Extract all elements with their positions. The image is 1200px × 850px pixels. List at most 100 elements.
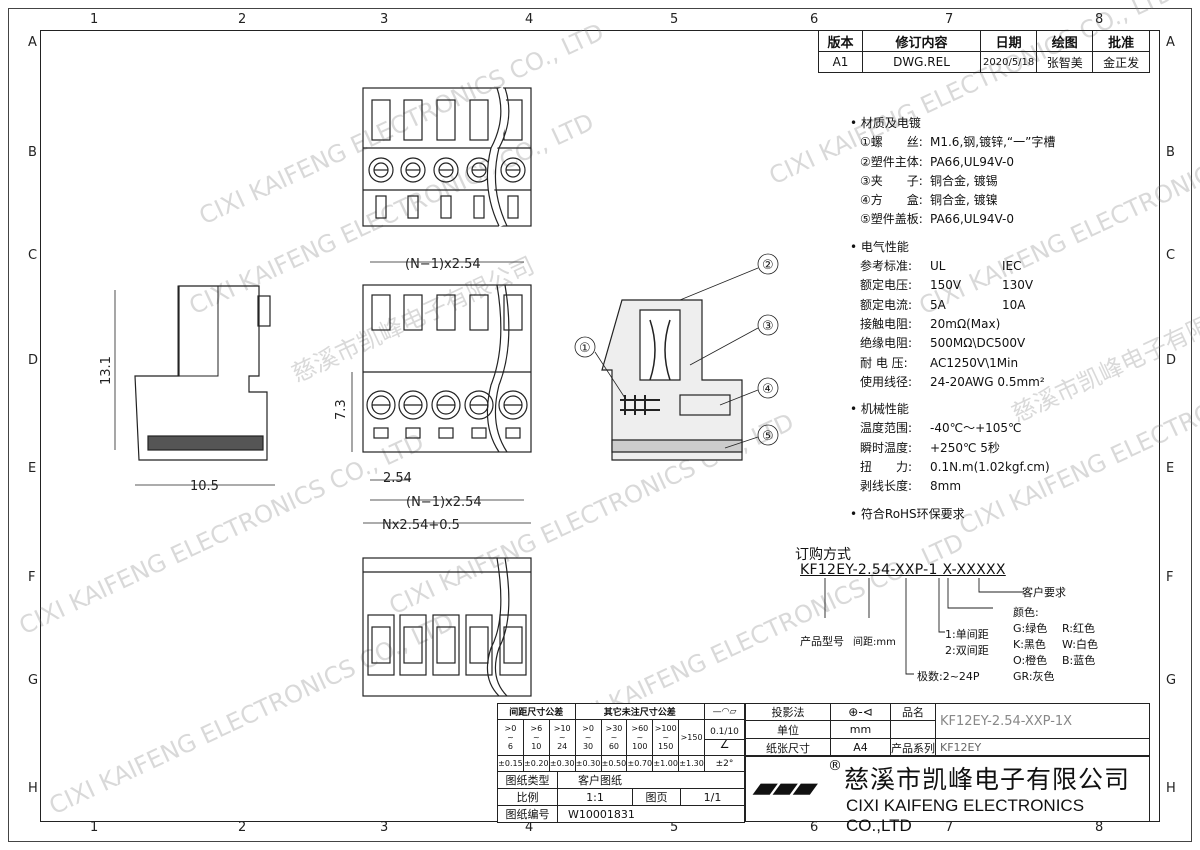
paper-label: 纸张尺寸 bbox=[745, 738, 831, 757]
range-part: 10 bbox=[531, 742, 542, 751]
pin-slot-icon bbox=[367, 614, 395, 676]
spec-value-ul: 500MΩ\DC500V bbox=[930, 336, 1026, 351]
tolerance-value: ±0.70 bbox=[626, 755, 654, 772]
grid-row-label: H bbox=[28, 781, 38, 796]
spec-value: M1.6,钢,镀锌,“一”字槽 bbox=[930, 135, 1056, 150]
tolerance-range: >60~100 bbox=[626, 719, 654, 756]
spec-key: 扭 力: bbox=[860, 460, 913, 475]
spec-key: 耐 电 压: bbox=[860, 355, 908, 370]
spec-value: PA66,UL94V-0 bbox=[930, 212, 1014, 227]
grid-column-label: 1 bbox=[90, 820, 99, 835]
type-value: 客户图纸 bbox=[557, 771, 745, 789]
spec-key: 额定电压: bbox=[860, 278, 913, 293]
grid-column-label: 7 bbox=[945, 12, 954, 27]
range-part: >100 bbox=[654, 724, 677, 733]
tolerance-table: 间距尺寸公差 其它未注尺寸公差 —◠▱ >0~6>6~10>10~24>0~30… bbox=[497, 703, 745, 772]
wire-entry-icon bbox=[505, 427, 521, 439]
front-view: (N−1)x2.54 7.3 2.54 (N−1)x2.54 Nx2.54+0.… bbox=[334, 257, 532, 533]
spec-value: 0.1N.m(1.02kgf.cm) bbox=[930, 460, 1050, 475]
callout-5: ⑤ bbox=[762, 429, 774, 444]
grid-row-label: D bbox=[1166, 353, 1177, 368]
spec-key: ②塑件主体: bbox=[860, 154, 923, 169]
grid-column-label: 3 bbox=[380, 820, 389, 835]
ordering-leaders bbox=[824, 578, 1024, 675]
rev-cell: 金正发 bbox=[1092, 51, 1150, 73]
color-option: B:蓝色 bbox=[1062, 654, 1096, 667]
number-value: W10001831 bbox=[557, 805, 745, 823]
spec-value-ul: 150V bbox=[930, 278, 962, 293]
spec-row: 扭 力: 0.1N.m(1.02kgf.cm) bbox=[850, 458, 1055, 477]
screw-icon bbox=[398, 390, 428, 420]
order-color-title: 颜色: bbox=[1013, 606, 1039, 619]
spec-section-title: • 机械性能 bbox=[850, 402, 909, 417]
tolerance-range: >6~10 bbox=[522, 719, 550, 756]
spec-row: ②塑件主体: PA66,UL94V-0 bbox=[850, 153, 1055, 172]
page-label: 图页 bbox=[632, 788, 681, 806]
tolerance-value: ±1.00 bbox=[652, 755, 680, 772]
range-part: ~ bbox=[610, 733, 618, 742]
range-part: >0 bbox=[504, 724, 517, 733]
spec-value: -40℃～+105℃ bbox=[930, 421, 1022, 436]
callout-3: ③ bbox=[762, 319, 774, 334]
spec-key: 绝缘电阻: bbox=[860, 336, 913, 351]
type-label: 图纸类型 bbox=[497, 771, 558, 789]
wire-entry-icon bbox=[373, 427, 389, 439]
tolerance-range: >10~24 bbox=[548, 719, 576, 756]
grid-column-label: 8 bbox=[1095, 12, 1104, 27]
tolerance-value: ±0.15 bbox=[497, 755, 524, 772]
tolerance-value: ±0.50 bbox=[600, 755, 628, 772]
range-part: >60 bbox=[631, 724, 649, 733]
range-part: 60 bbox=[608, 742, 620, 751]
tolerance-value: ±0.20 bbox=[522, 755, 550, 772]
company-block: ▰▰▰ ® 慈溪市凯峰电子有限公司 CIXI KAIFENG ELECTRONI… bbox=[745, 755, 1150, 835]
order-customer: 客户要求 bbox=[1022, 586, 1066, 599]
tolerance-range: >30~60 bbox=[600, 719, 628, 756]
unit-value: mm bbox=[830, 720, 891, 739]
range-part: >30 bbox=[605, 724, 623, 733]
spec-value-ul: AC1250V\1Min bbox=[930, 355, 1019, 370]
spec-value: PA66,UL94V-0 bbox=[930, 154, 1014, 169]
grid-row-label: D bbox=[28, 353, 39, 368]
rev-cell: DWG.REL bbox=[862, 51, 981, 73]
grid-row-label: G bbox=[28, 673, 39, 688]
grid-row-label: A bbox=[1166, 35, 1175, 50]
rev-cell: 张智美 bbox=[1036, 51, 1094, 73]
grid-column-label: 5 bbox=[670, 820, 679, 835]
range-part: >6 bbox=[530, 724, 543, 733]
spec-section-title: • 电气性能 bbox=[850, 239, 909, 254]
angle-icon: ∠ bbox=[719, 738, 730, 751]
grid-row-label: F bbox=[28, 570, 36, 585]
range-part: 100 bbox=[632, 742, 648, 751]
grid-column-label: 4 bbox=[525, 820, 534, 835]
top-view bbox=[362, 87, 532, 228]
grid-row-label: B bbox=[28, 145, 37, 160]
range-part: ~ bbox=[532, 733, 540, 742]
angle-tolerance: ±2° bbox=[704, 755, 745, 772]
spec-value-ul: 20mΩ(Max) bbox=[930, 316, 1001, 331]
tolerance-range: >150 bbox=[678, 719, 705, 756]
rev-cell: A1 bbox=[818, 51, 863, 73]
spec-row: 使用线径:24-20AWG 0.5mm² bbox=[850, 373, 1055, 392]
grid-column-label: 4 bbox=[525, 12, 534, 27]
spec-key: 接触电阻: bbox=[860, 316, 913, 331]
range-part: >0 bbox=[582, 724, 594, 733]
order-spacing-2: 2:双间距 bbox=[945, 644, 989, 657]
spec-key: 参考标准: bbox=[860, 259, 913, 274]
product-name: KF12EY-2.54-XXP-1X bbox=[935, 703, 1150, 739]
range-part: ~ bbox=[558, 733, 566, 742]
rev-header: 修订内容 bbox=[862, 30, 981, 52]
range-part: 30 bbox=[582, 742, 594, 751]
grid-row-label: C bbox=[1166, 248, 1176, 263]
spec-key: 温度范围: bbox=[860, 421, 913, 436]
spec-value-ul: 5A bbox=[930, 297, 946, 312]
spec-value-ul: 24-20AWG 0.5mm² bbox=[930, 374, 1045, 389]
range-part: ~ bbox=[584, 733, 592, 742]
grid-column-label: 1 bbox=[90, 12, 99, 27]
color-option: O:橙色 bbox=[1013, 654, 1048, 667]
company-name-en: CIXI KAIFENG ELECTRONICS CO.,LTD bbox=[846, 796, 1085, 835]
page-value: 1/1 bbox=[680, 788, 745, 806]
tolerance-range: >0~6 bbox=[497, 719, 524, 756]
